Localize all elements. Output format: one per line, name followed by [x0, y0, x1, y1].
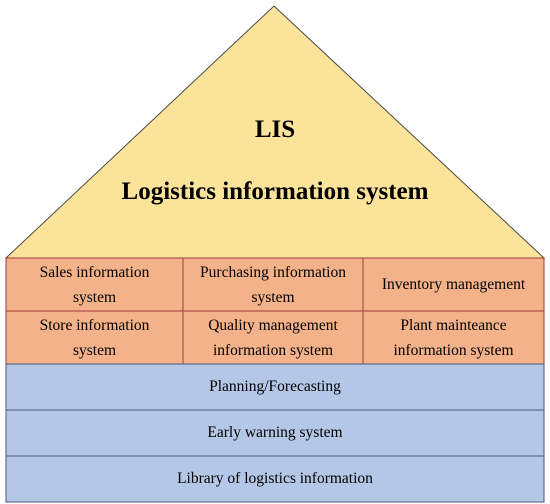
cell-line: Store information: [39, 316, 150, 334]
layer-planning-forecasting: Planning/Forecasting: [209, 378, 341, 395]
foundation-layer-3: [5, 455, 545, 503]
cell-line: system: [251, 288, 295, 306]
cell-purchasing-information-system: Purchasing information system: [183, 258, 363, 311]
cell-line: information system: [393, 341, 514, 359]
layer-early-warning-system: Early warning system: [207, 424, 343, 441]
cell-inventory-management: Inventory management: [363, 258, 544, 311]
cell-line: information system: [212, 341, 334, 359]
cell-line: system: [72, 341, 117, 359]
cell-line: Inventory management: [381, 276, 526, 293]
cell-line: Quality management: [208, 316, 338, 334]
cell-line: system: [72, 288, 117, 306]
layer-library-of-logistics-information: Library of logistics information: [177, 470, 373, 487]
roof-full-name: Logistics information system: [121, 178, 429, 205]
roof-acronym: LIS: [254, 116, 296, 143]
cell-line: Purchasing information: [200, 263, 346, 281]
cell-sales-information-system: Sales information system: [6, 258, 183, 311]
foundation-layer-2: [5, 409, 545, 457]
cell-plant-maintenance-information-system: Plant mainteance information system: [363, 311, 544, 364]
cell-line: Plant mainteance: [400, 316, 507, 334]
cell-line: Sales information: [39, 263, 150, 281]
cell-store-information-system: Store information system: [6, 311, 183, 364]
cell-quality-management-information-system: Quality management information system: [183, 311, 363, 364]
